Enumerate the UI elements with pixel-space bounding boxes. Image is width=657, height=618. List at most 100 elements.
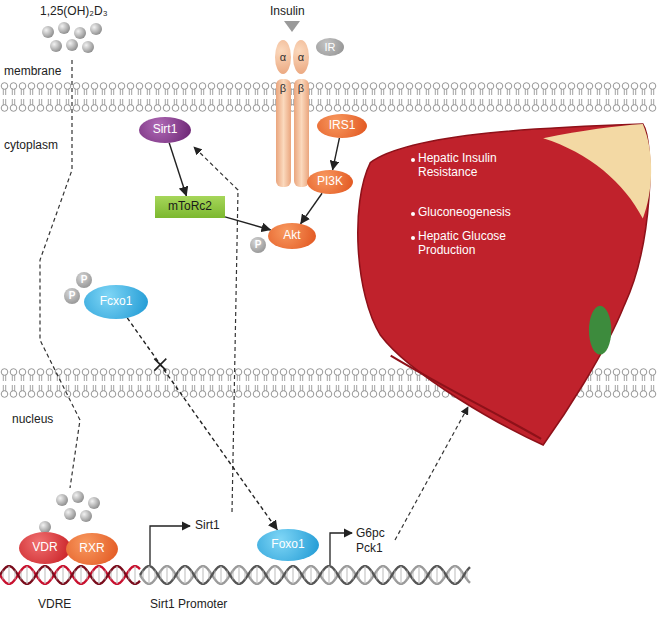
dna-rung [377, 571, 378, 580]
block-mark [154, 359, 166, 371]
liver-edge [391, 356, 541, 439]
dna-rung [3, 571, 4, 580]
dna-rung [467, 571, 468, 580]
dna-strand [140, 566, 470, 584]
dna-rung [461, 571, 462, 580]
dna-rung [45, 566, 46, 584]
node-text: Fcxo1 [100, 295, 133, 309]
phosphate-circle: P [250, 237, 266, 253]
ligand-dot [88, 497, 100, 509]
region-label: nucleus [12, 412, 53, 426]
transcription-arrow [330, 533, 352, 565]
protein-oval: PI3K [307, 170, 353, 194]
liver-lobe [543, 124, 651, 218]
dna-rung [359, 571, 360, 580]
ligand-dot [80, 510, 92, 522]
bullet-dot [411, 212, 415, 216]
dna-rung [305, 571, 306, 580]
dna-helix [0, 566, 470, 584]
dna-rung [9, 566, 10, 584]
dna-rung [425, 571, 426, 580]
protein-oval: IRS1 [317, 114, 367, 138]
node-text: Sirt1 [153, 123, 178, 137]
dna-rung [413, 571, 414, 580]
receptor-oval: RXR [66, 533, 118, 565]
dna-rung [269, 571, 270, 580]
dna-rung [117, 566, 118, 584]
dna-rung [245, 571, 246, 580]
dna-rung [197, 571, 198, 580]
beta-subunit: β [294, 79, 309, 187]
dna-rung [233, 571, 234, 580]
dna-rung [293, 566, 294, 584]
dna-rung [275, 566, 276, 584]
dna-rung [401, 566, 402, 584]
dna-rung [383, 566, 384, 584]
ligand-dots [39, 22, 102, 533]
dna-rung [173, 571, 174, 580]
dna-rung [203, 566, 204, 584]
dna-rung [149, 566, 150, 584]
dna-strand [0, 566, 140, 584]
node-text: Akt [283, 229, 300, 243]
effect-path [395, 407, 468, 540]
dna-strand [140, 566, 470, 584]
transcription-arrow [150, 526, 190, 565]
protein-oval: Fcxo1 [84, 285, 148, 319]
node-text: IR [325, 41, 336, 54]
liver-effect: Gluconeogenesis [418, 206, 538, 220]
dna-rung [21, 571, 22, 580]
dna-rung [161, 571, 162, 580]
dna-rung [371, 571, 372, 580]
dna-rung [27, 566, 28, 584]
dna-rung [347, 566, 348, 584]
gene-name: Pck1 [356, 541, 383, 555]
dna-rung [143, 571, 144, 580]
dna-rung [105, 571, 106, 580]
hormone-name: Insulin [270, 4, 305, 18]
dna-rung [341, 571, 342, 580]
dna-rung [443, 571, 444, 580]
node-text: PI3K [317, 175, 343, 189]
signal-arrow [169, 143, 186, 196]
dna-rung [15, 571, 16, 580]
dna-rung [455, 566, 456, 584]
dna-rung [69, 571, 70, 580]
liver-effect: Hepatic Insulin Resistance [418, 152, 522, 180]
dna-rung [63, 566, 64, 584]
dna-rung [251, 571, 252, 580]
signal-arrow [301, 193, 323, 224]
node-text: mToRc2 [168, 200, 212, 214]
liver-effect: Hepatic Glucose Production [418, 230, 522, 258]
node-text: RXR [79, 542, 104, 556]
dna-strand [0, 566, 140, 584]
dna-rung [239, 566, 240, 584]
receptor-oval: VDR [19, 532, 71, 564]
dna-rung [123, 571, 124, 580]
dna-rung [311, 566, 312, 584]
alpha-subunit: α [293, 40, 309, 74]
cell-membrane [0, 82, 657, 112]
dna-rung [209, 571, 210, 580]
node-text: P [255, 239, 262, 251]
ligand-dot [56, 494, 68, 506]
dna-rung [167, 566, 168, 584]
dna-rung [287, 571, 288, 580]
node-text: β [280, 82, 286, 95]
dna-rung [437, 566, 438, 584]
dna-rung [353, 571, 354, 580]
phosphate-circle: P [64, 288, 80, 304]
dna-rung [81, 566, 82, 584]
dna-rung [263, 571, 264, 580]
insulin-symbol [284, 21, 300, 32]
ligand-dot [42, 26, 54, 38]
node-text: α [298, 51, 304, 64]
dna-rung [419, 566, 420, 584]
bullet-dot [411, 236, 415, 240]
dna-rung [395, 571, 396, 580]
complex-box: mToRc2 [155, 196, 225, 218]
dna-rung [75, 571, 76, 580]
ligand-dot [50, 40, 62, 52]
dna-rung [99, 566, 100, 584]
